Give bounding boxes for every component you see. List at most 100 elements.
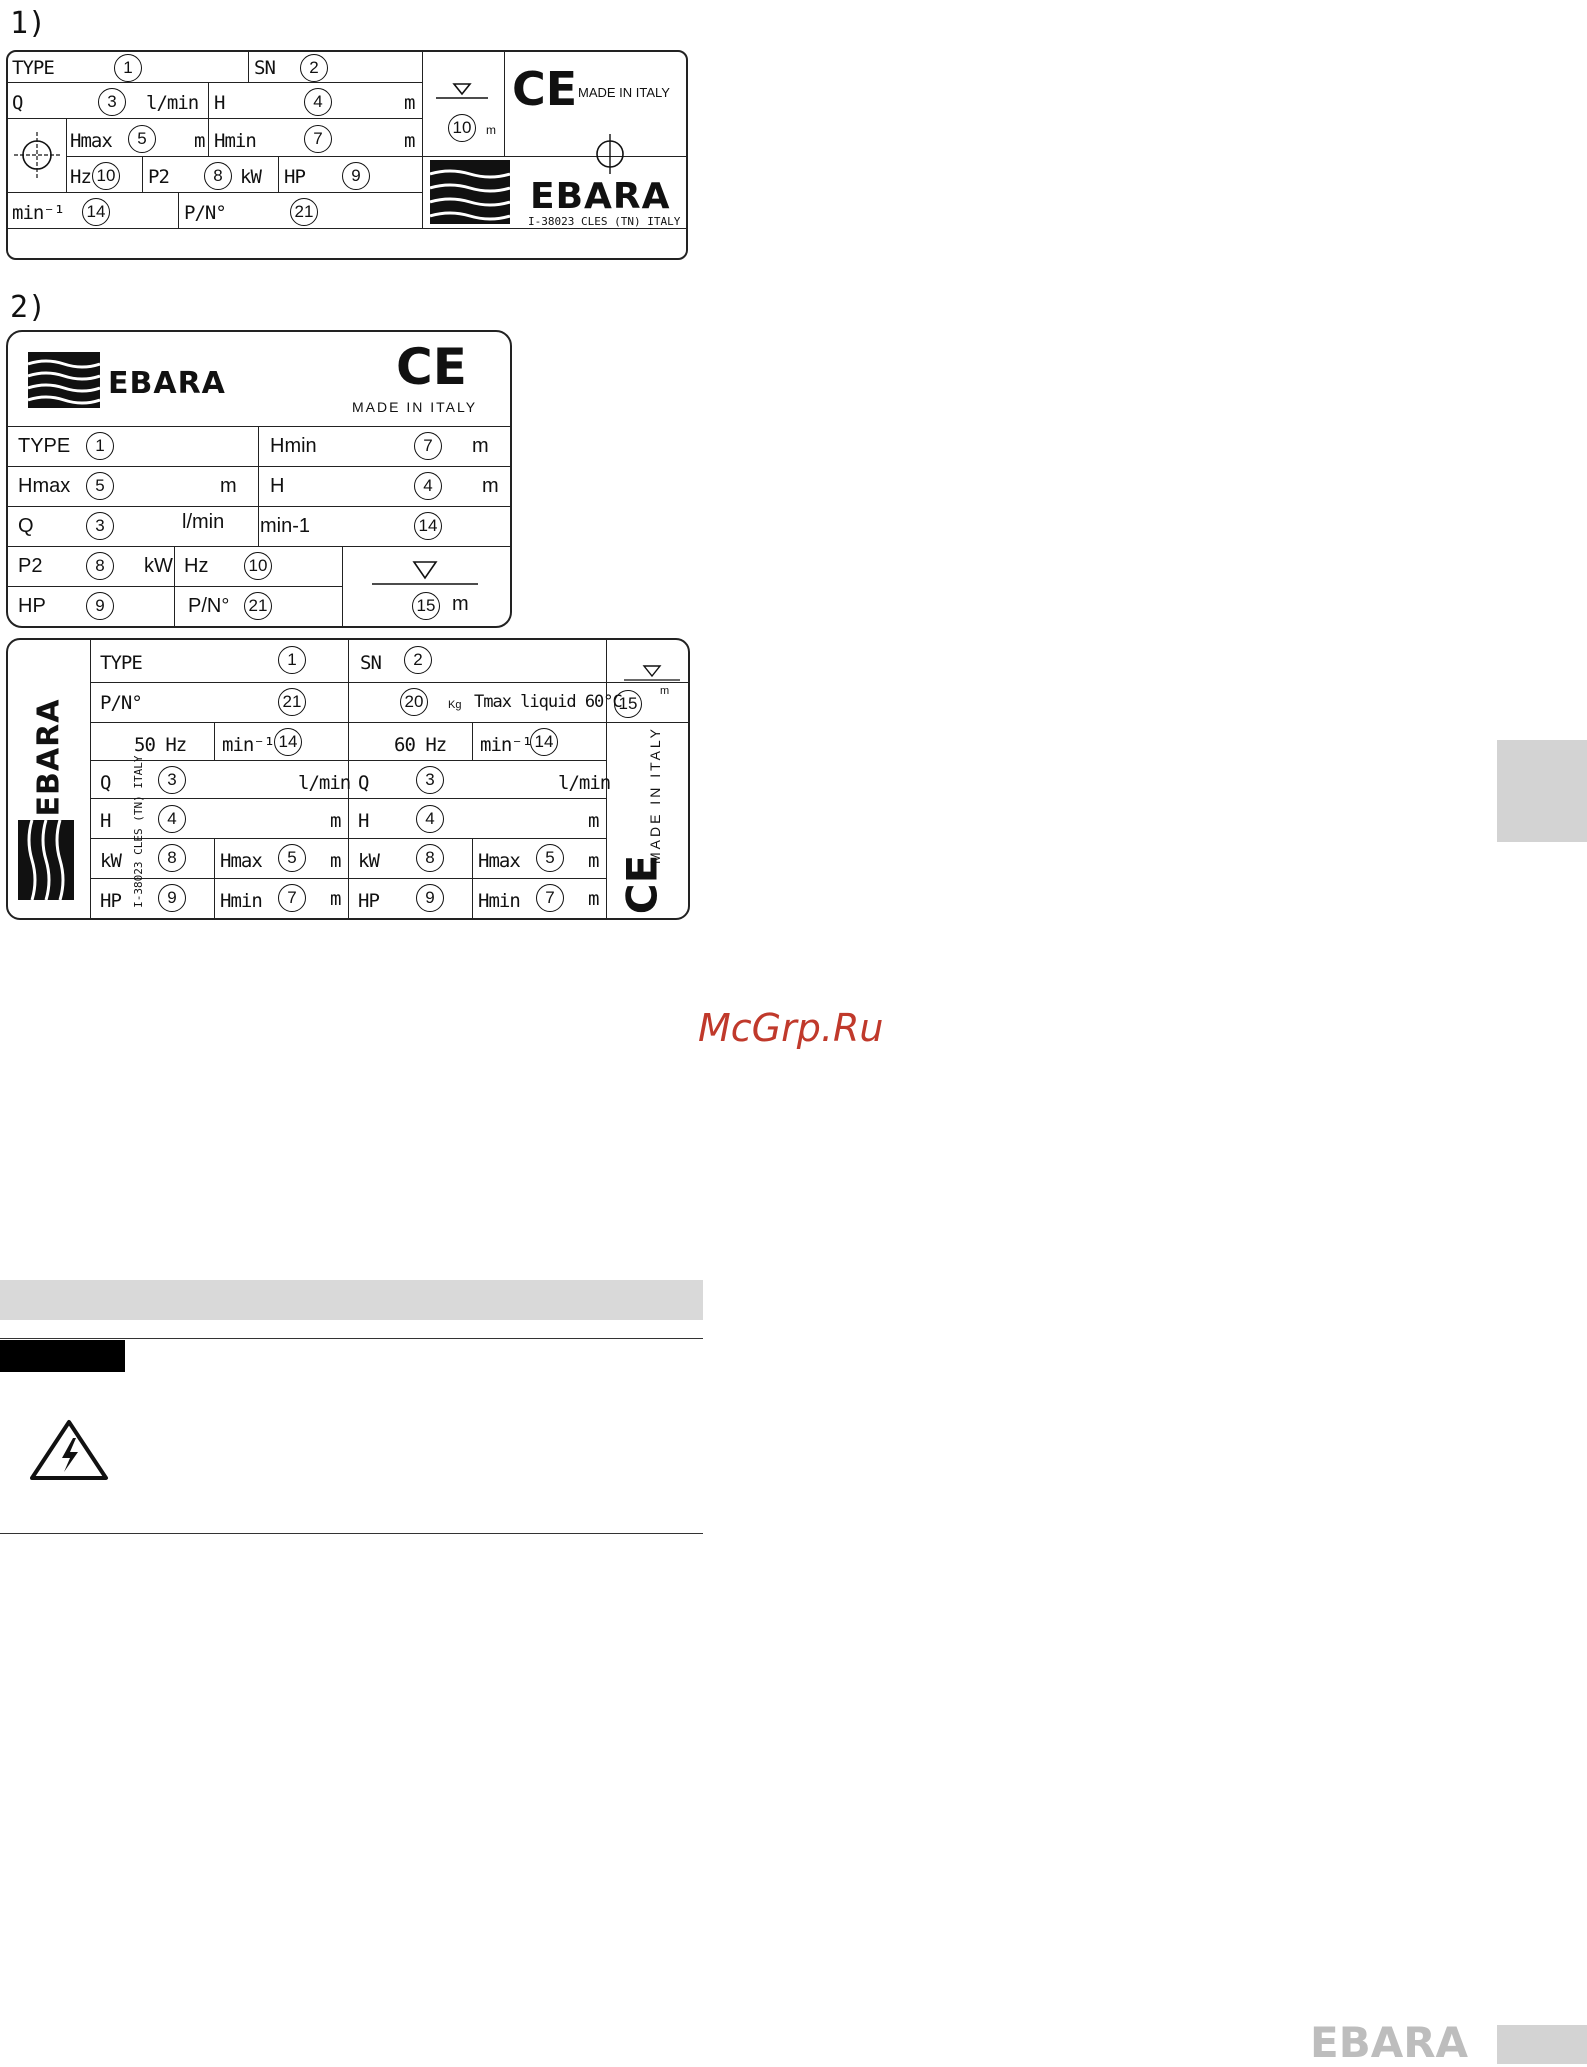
- ref-num: 20: [400, 688, 428, 716]
- ref-num: 8: [416, 844, 444, 872]
- hmax-label: Hmax: [18, 475, 71, 497]
- q-label: Q: [100, 772, 111, 794]
- h-unit: m: [330, 810, 341, 832]
- p2-unit: kW: [240, 166, 262, 188]
- made-in-italy: MADE IN ITALY: [352, 399, 478, 415]
- type-label: TYPE: [18, 435, 71, 457]
- h-label: H: [270, 475, 285, 497]
- hmin-label: Hmin: [220, 890, 263, 912]
- water-level-icon: [372, 561, 478, 585]
- ref-num: 21: [290, 198, 318, 226]
- ref-num: 5: [536, 844, 564, 872]
- hmin-unit: m: [404, 130, 415, 152]
- q-unit: l/min: [298, 772, 351, 794]
- ref-num: 10: [448, 114, 476, 142]
- made-in-italy: MADE IN ITALY: [647, 725, 664, 865]
- ref-num: 2: [404, 646, 432, 674]
- nameplate-2: EBARA CE MADE IN ITALY TYPE 1 Hmin 7 m H…: [6, 330, 512, 628]
- ref-num: 10: [244, 552, 272, 580]
- ref-num: 10: [92, 162, 120, 190]
- figure-1-label: 1): [10, 6, 47, 41]
- ref-num: 4: [304, 88, 332, 116]
- hmax-unit: m: [588, 850, 599, 872]
- depth-unit: m: [486, 123, 496, 137]
- made-in-italy: MADE IN ITALY: [578, 85, 670, 100]
- brand-name: EBARA: [108, 366, 226, 401]
- freq-60: 60 Hz: [394, 734, 447, 756]
- axis-marker-icon: [596, 134, 624, 174]
- kg-unit: Kg: [448, 699, 462, 711]
- hmax-unit: m: [194, 130, 205, 152]
- q-label: Q: [12, 92, 23, 114]
- ebara-logo-icon: [430, 160, 510, 224]
- hmin-unit: m: [588, 888, 599, 910]
- hmax-label: Hmax: [478, 850, 521, 872]
- brand-name: EBARA: [31, 698, 67, 817]
- ref-num: 9: [158, 884, 186, 912]
- ref-num: 7: [278, 884, 306, 912]
- ref-num: 7: [304, 125, 332, 153]
- h-label: H: [358, 810, 369, 832]
- hmin-unit: m: [472, 435, 489, 457]
- ref-num: 5: [278, 844, 306, 872]
- nameplate-3: EBARA I-38023 CLES (TN) ITALY TYPE 1 SN …: [6, 638, 690, 920]
- min-label: min⁻¹: [12, 202, 65, 224]
- ref-num: 2: [300, 54, 328, 82]
- hmax-unit: m: [330, 850, 341, 872]
- hmin-label: Hmin: [478, 890, 521, 912]
- h-label: H: [100, 810, 111, 832]
- min-label: min-1: [260, 515, 311, 537]
- ref-num: 14: [82, 198, 110, 226]
- hp-label: HP: [284, 166, 306, 188]
- pn-label: P/N°: [184, 202, 227, 224]
- ref-num: 3: [416, 766, 444, 794]
- hmin-unit: m: [330, 888, 341, 910]
- hmin-label: Hmin: [270, 435, 317, 457]
- warning-label-block: [0, 1340, 125, 1372]
- kw-label: kW: [358, 850, 380, 872]
- freq-50: 50 Hz: [134, 734, 187, 756]
- hp-label: HP: [358, 890, 380, 912]
- tmax-label: Tmax liquid 60°C: [474, 692, 623, 712]
- type-label: TYPE: [12, 57, 55, 79]
- ref-num: 9: [416, 884, 444, 912]
- p2-label: P2: [18, 555, 43, 577]
- footer-tab: [1497, 2025, 1587, 2064]
- ref-num: 9: [86, 592, 114, 620]
- h-label: H: [214, 92, 225, 114]
- h-unit: m: [404, 92, 415, 114]
- type-label: TYPE: [100, 652, 143, 674]
- hmax-unit: m: [220, 475, 237, 497]
- ref-num: 15: [412, 592, 440, 620]
- electrical-hazard-icon: [30, 1420, 108, 1480]
- q-unit: l/min: [146, 92, 199, 114]
- water-level-icon: [624, 665, 680, 681]
- side-tab: [1497, 740, 1587, 842]
- ref-num: 14: [530, 728, 558, 756]
- ref-num: 8: [204, 162, 232, 190]
- min-label: min⁻¹: [222, 734, 275, 756]
- ref-num: 3: [98, 88, 126, 116]
- q-unit: l/min: [182, 511, 225, 533]
- ref-num: 4: [158, 805, 186, 833]
- ref-num: 9: [342, 162, 370, 190]
- hz-label: Hz: [70, 166, 92, 188]
- ref-num: 8: [158, 844, 186, 872]
- ce-mark: CE: [617, 854, 667, 915]
- ebara-logo-icon: [28, 352, 100, 408]
- h-unit: m: [482, 475, 499, 497]
- p2-label: P2: [148, 166, 170, 188]
- ce-mark: CE: [512, 62, 578, 116]
- hmax-label: Hmax: [220, 850, 263, 872]
- hmax-label: Hmax: [70, 130, 113, 152]
- hmin-label: Hmin: [214, 130, 257, 152]
- ref-num: 15: [614, 690, 642, 718]
- q-label: Q: [358, 772, 369, 794]
- hz-label: Hz: [184, 555, 209, 577]
- ebara-logo-icon: [18, 820, 74, 900]
- water-level-icon: [436, 83, 488, 99]
- pn-label: P/N°: [188, 595, 230, 617]
- address: I-38023 CLES (TN) ITALY: [131, 755, 145, 908]
- pn-label: P/N°: [100, 692, 143, 714]
- figure-2-label: 2): [10, 290, 47, 325]
